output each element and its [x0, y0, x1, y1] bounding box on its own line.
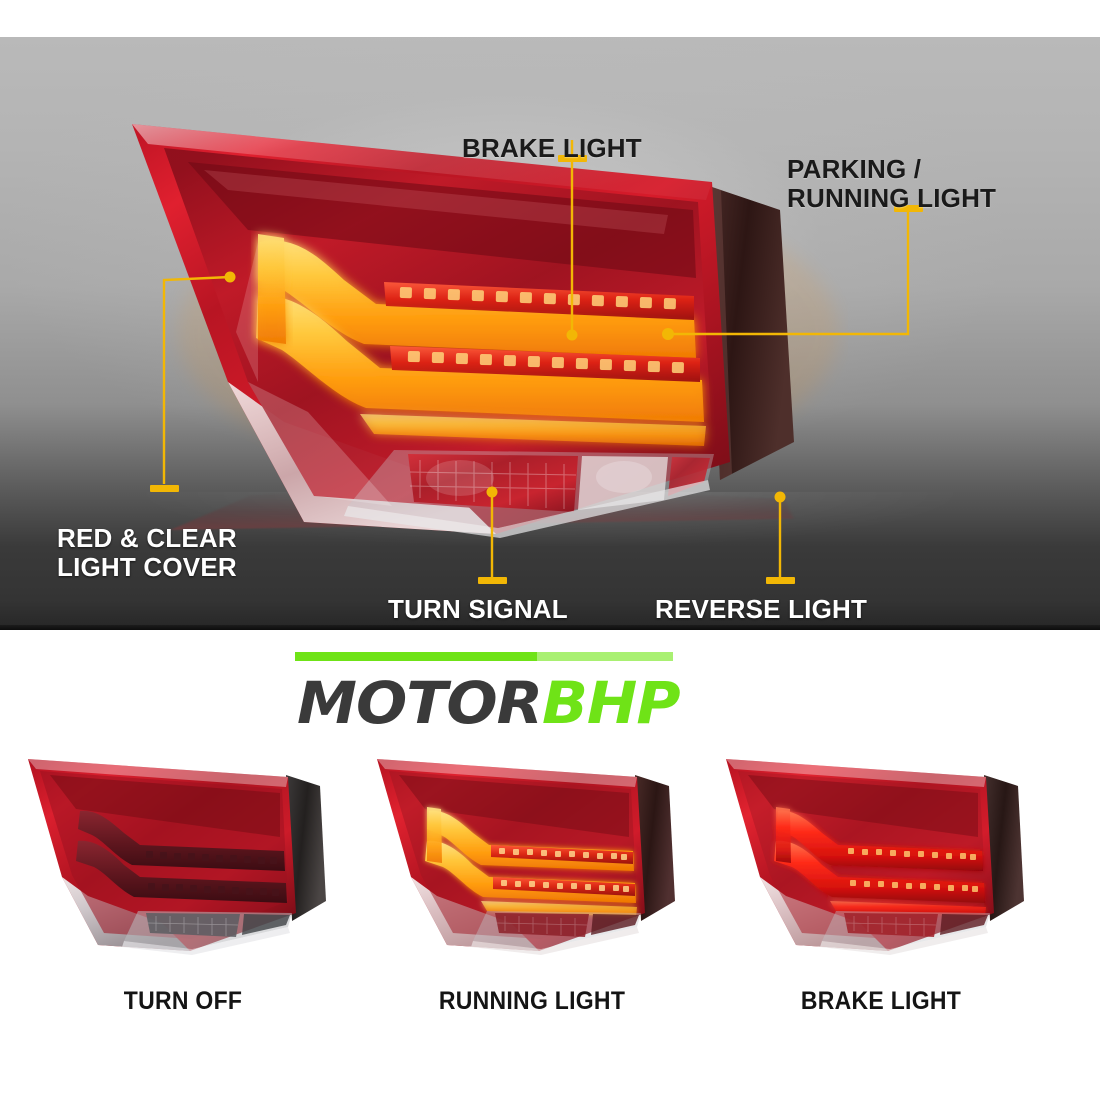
variant-running-light-caption: RUNNING LIGHT [438, 987, 626, 1015]
variant-brake-light-image [712, 741, 1052, 966]
logo-bar-top-solid [295, 652, 537, 661]
logo-bar-top-light [536, 652, 673, 661]
variant-turn-off-image [14, 741, 354, 966]
variant-running-light-image [363, 741, 703, 966]
logo-word-motor: MOTOR [297, 669, 543, 737]
hero-panel: BRAKE LIGHT PARKING / RUNNING LIGHT RED … [0, 37, 1100, 630]
variant-turn-off: TURN OFF [0, 735, 366, 1100]
variant-brake-light: BRAKE LIGHT [698, 735, 1064, 1100]
variant-running-light: RUNNING LIGHT [349, 735, 715, 1100]
logo-bar-top [295, 652, 673, 661]
callout-label-brake-light: BRAKE LIGHT [462, 133, 642, 163]
panel-bottom-edge [0, 625, 1100, 630]
variant-turn-off-caption: TURN OFF [123, 987, 243, 1015]
callout-label-red-clear-light-cover: RED & CLEAR LIGHT COVER [57, 523, 237, 583]
variant-row: TURN OFF [0, 735, 1100, 1100]
logo-wordmark: MOTORBHP [297, 668, 688, 738]
callout-label-parking-running-light: PARKING / RUNNING LIGHT [787, 154, 997, 214]
callout-label-reverse-light: REVERSE LIGHT [655, 594, 868, 624]
logo-word-bhp: BHP [541, 669, 681, 737]
variant-brake-light-caption: BRAKE LIGHT [800, 987, 962, 1015]
callout-label-turn-signal: TURN SIGNAL [388, 594, 568, 624]
